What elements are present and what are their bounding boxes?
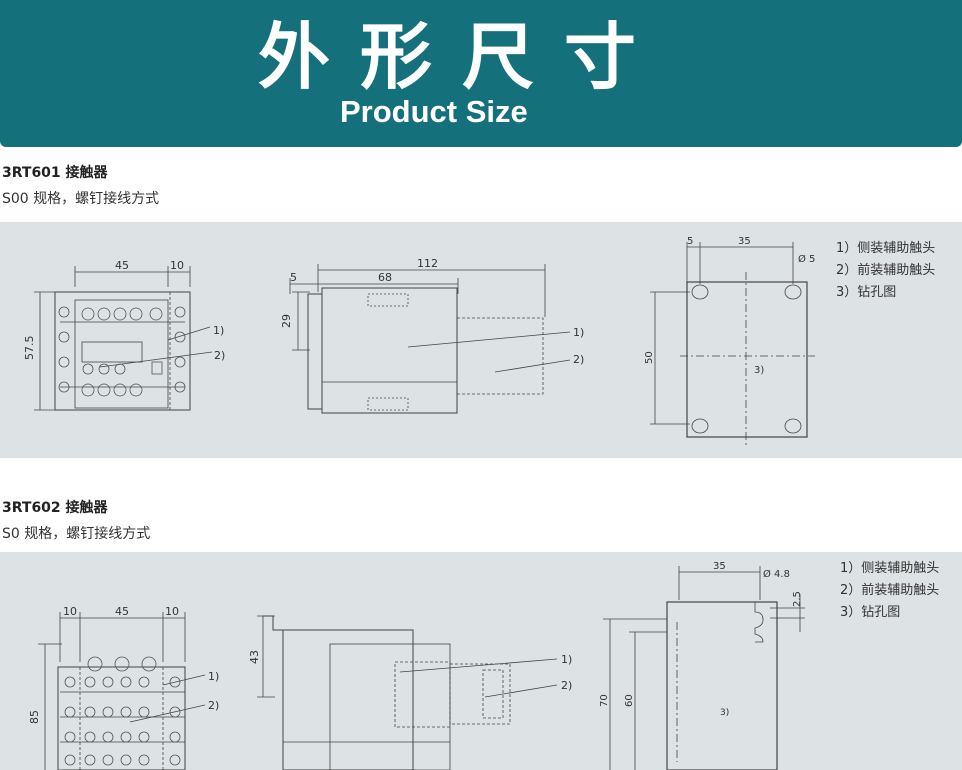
legend-item: 1）侧装辅助触头 — [840, 561, 940, 576]
header-banner: 外形尺寸 Product Size — [0, 0, 962, 147]
front-side-left-label: 10 — [63, 605, 77, 618]
drill-pattern-drawing-s0: 35 Ø 4.8 2.5 70 60 3) — [599, 561, 805, 770]
front-height-label-s0: 85 — [28, 710, 41, 724]
front-view-drawing: 45 10 57.5 1) 2) — [23, 259, 225, 411]
section-title-3rt601: 3RT601 接触器 — [2, 165, 108, 181]
legend-3rt601: 1）侧装辅助触头 2）前装辅助触头 3）钻孔图 — [836, 238, 935, 304]
side-callout-1-s0: 1) — [561, 653, 572, 666]
front-callout-1: 1) — [213, 324, 224, 337]
section-desc-3rt601: S00 规格，螺钉接线方式 — [2, 191, 160, 207]
drawing-panel-3rt602: 10 45 10 85 1) 2) 43 1) 2) — [0, 552, 962, 770]
drill-height-b-label: 60 — [624, 694, 635, 707]
side-depth-label: 112 — [417, 257, 438, 270]
side-view-drawing-s0: 43 1) 2) — [248, 615, 572, 770]
drill-slot-label: 2.5 — [792, 591, 803, 607]
front-width-label-s0: 45 — [115, 605, 129, 618]
legend-3rt602: 1）侧装辅助触头 2）前装辅助触头 3）钻孔图 — [840, 558, 939, 624]
side-offset-label: 5 — [290, 271, 297, 284]
side-callout-1: 1) — [573, 326, 584, 339]
page-subtitle: Product Size — [340, 94, 528, 129]
drill-hole-label-s0: Ø 4.8 — [763, 568, 790, 580]
side-callout-2: 2) — [573, 353, 584, 366]
drill-spacing-y-label: 50 — [644, 351, 655, 364]
front-callout-2: 2) — [214, 349, 225, 362]
section-title-3rt602: 3RT602 接触器 — [2, 500, 108, 516]
legend-item: 3）钻孔图 — [840, 605, 901, 620]
drill-pattern-drawing: 5 35 Ø 5 50 3) — [644, 236, 815, 447]
side-view-drawing: 112 68 5 29 1) 2) — [280, 257, 584, 414]
page-title: 外形尺寸 — [258, 15, 667, 99]
front-view-drawing-s0: 10 45 10 85 1) 2) — [28, 605, 219, 770]
side-height-label-s0: 43 — [248, 650, 261, 664]
drill-height-a-label: 70 — [599, 694, 610, 707]
legend-item: 3）钻孔图 — [836, 285, 897, 300]
front-side-label: 10 — [170, 259, 184, 272]
front-callout-1-s0: 1) — [208, 670, 219, 683]
drill-hole-label: Ø 5 — [798, 253, 815, 265]
front-width-label: 45 — [115, 259, 129, 272]
side-callout-2-s0: 2) — [561, 679, 572, 692]
legend-item: 1）侧装辅助触头 — [836, 241, 936, 256]
drill-spacing-x-label: 35 — [738, 236, 751, 247]
front-side-right-label: 10 — [165, 605, 179, 618]
front-height-label: 57.5 — [23, 336, 36, 361]
front-callout-2-s0: 2) — [208, 699, 219, 712]
drill-offset-label: 5 — [687, 236, 693, 247]
drill-spacing-x-label-s0: 35 — [713, 561, 726, 572]
section-desc-3rt602: S0 规格，螺钉接线方式 — [2, 526, 151, 542]
legend-item: 2）前装辅助触头 — [836, 263, 936, 278]
drawing-panel-3rt601: 45 10 57.5 1) 2) 112 68 5 29 — [0, 222, 962, 458]
side-height-label: 29 — [280, 314, 293, 328]
drill-center-label-s0: 3) — [720, 708, 729, 718]
legend-item: 2）前装辅助触头 — [840, 583, 940, 598]
side-depth-a-label: 68 — [378, 271, 392, 284]
drill-center-label: 3) — [754, 365, 764, 376]
